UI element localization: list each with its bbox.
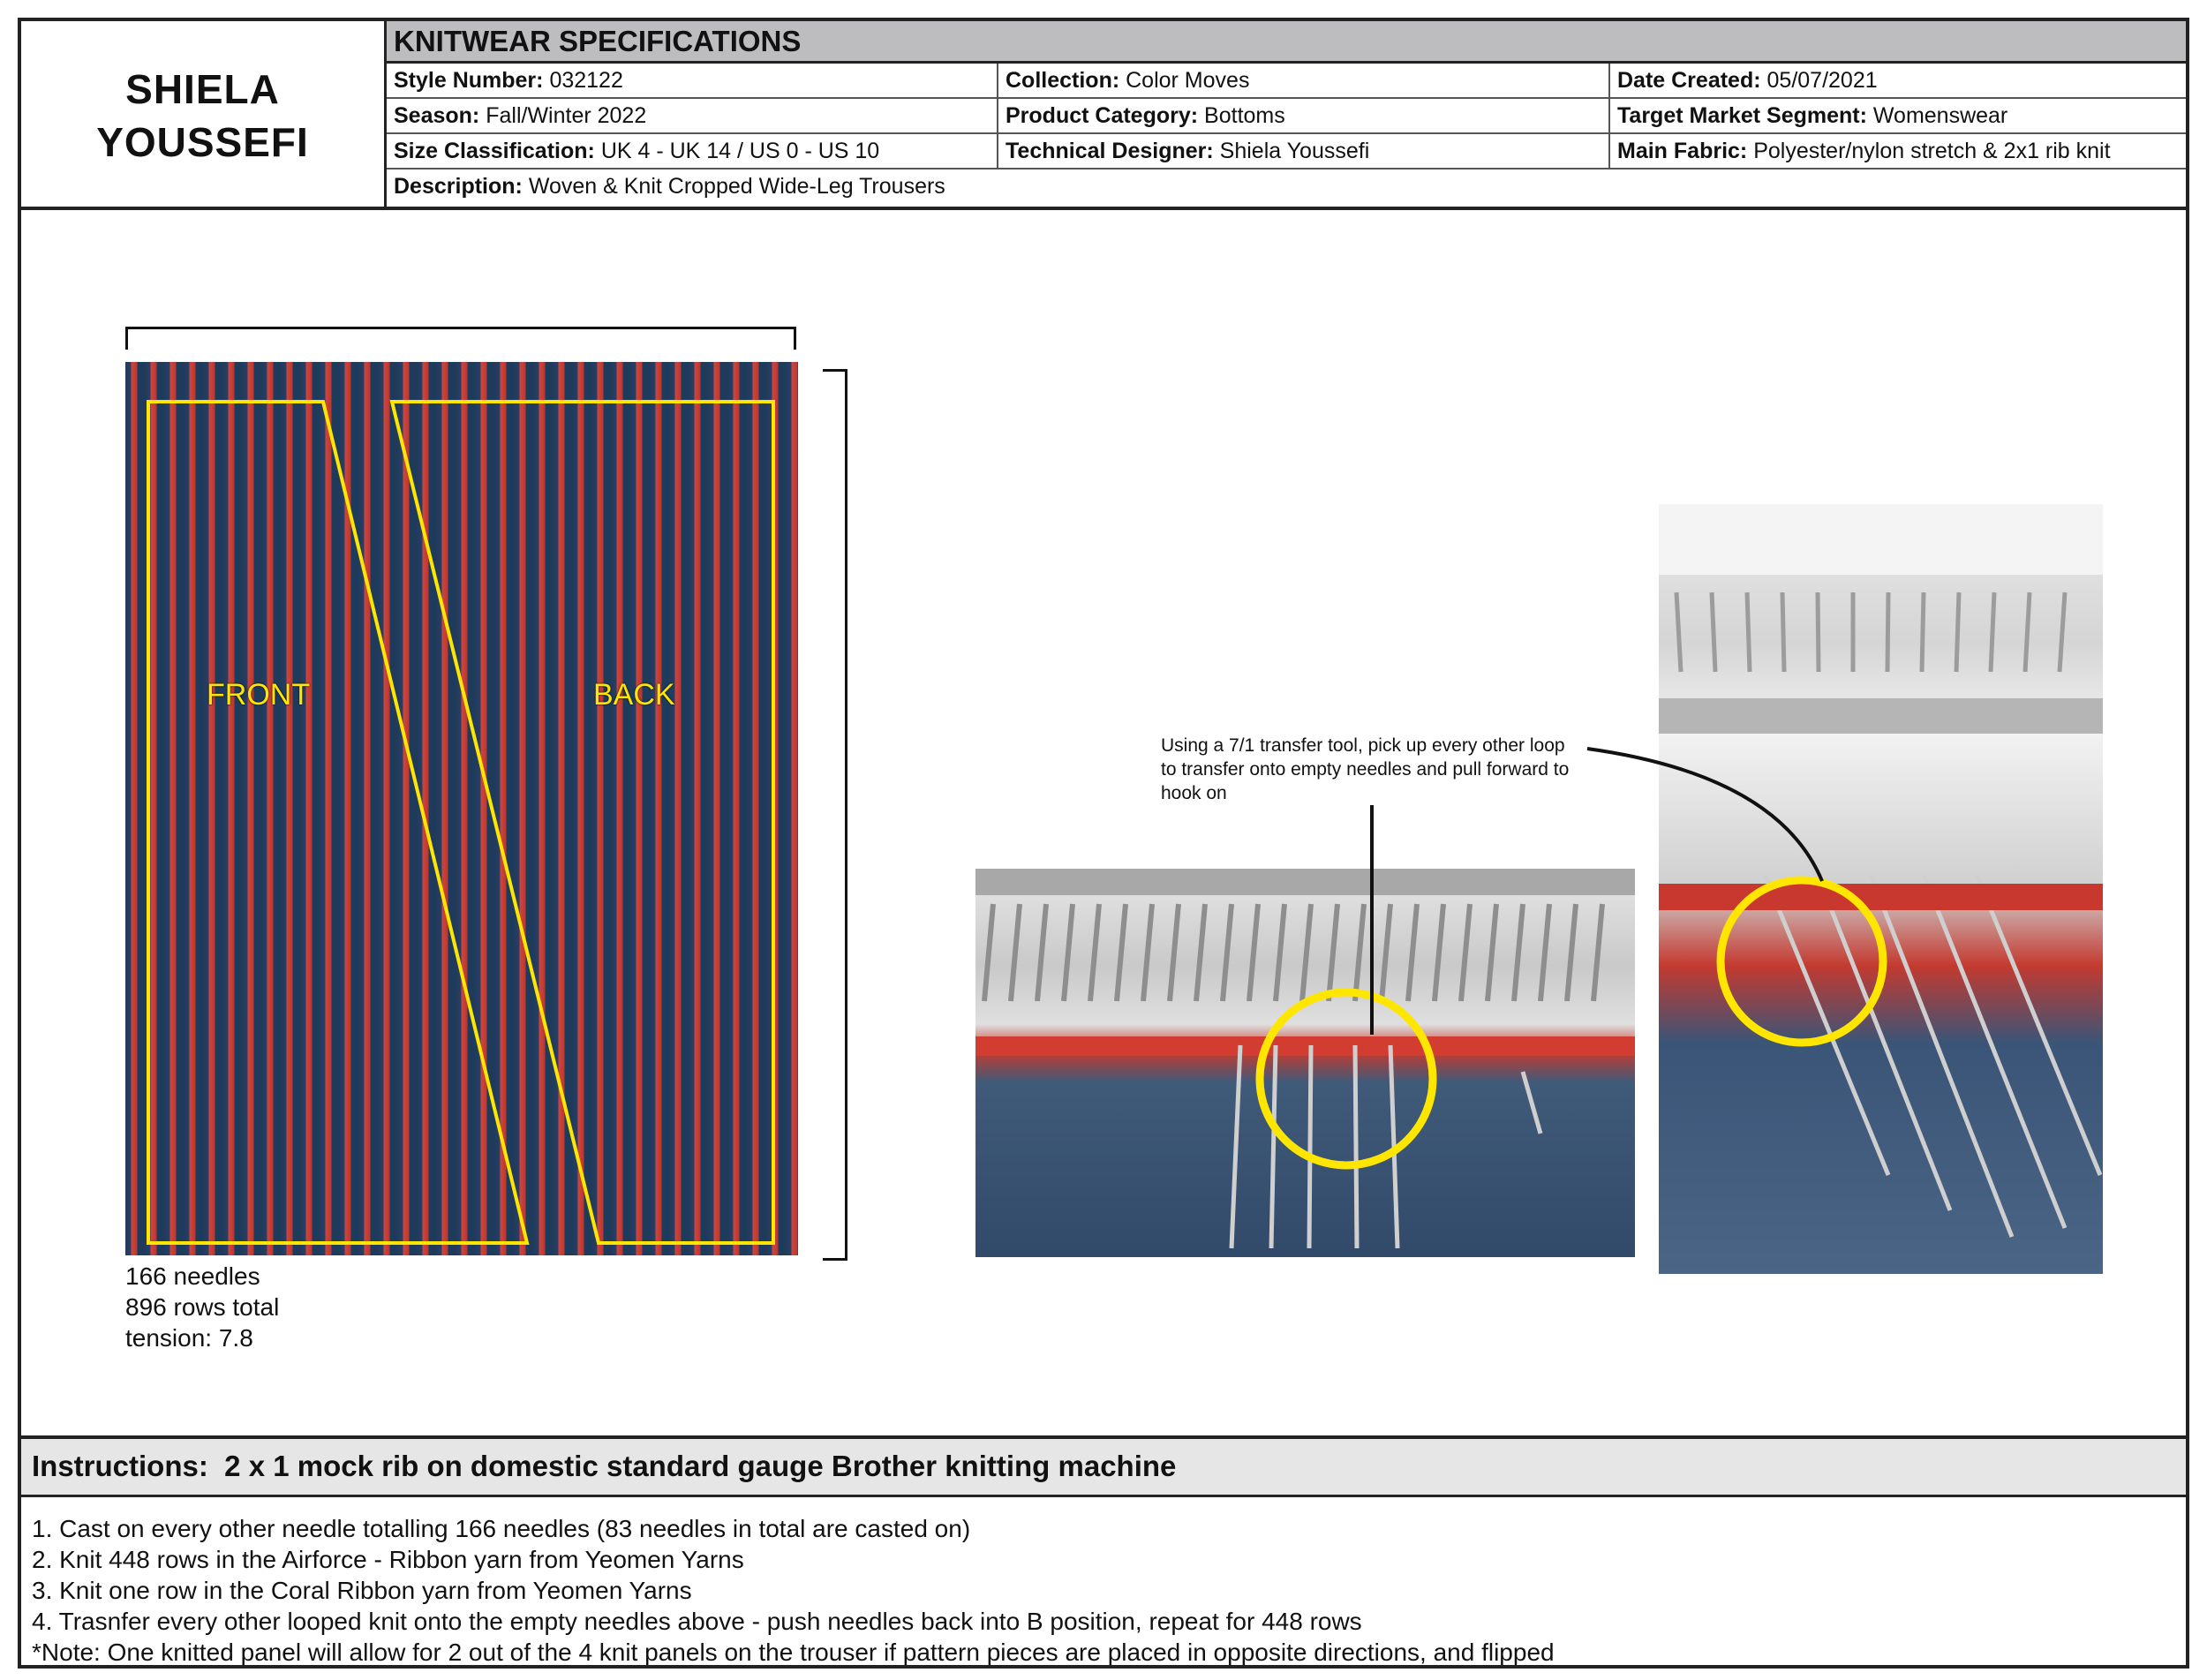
spec-row-2: Season: Fall/Winter 2022 Product Categor… [387,99,2186,134]
machine-photo-front-drawing [975,869,1635,1249]
size-classification-cell: Size Classification: UK 4 - UK 14 / US 0… [387,134,998,168]
description-label: Description: [394,174,523,199]
product-category-value: Bottoms [1204,103,1285,128]
back-panel-outline [389,400,775,1245]
spec-row-1: Style Number: 032122 Collection: Color M… [387,64,2186,99]
back-panel-label: BACK [593,678,675,712]
season-label: Season: [394,103,480,128]
style-number-label: Style Number: [394,68,544,93]
season-value: Fall/Winter 2022 [486,103,647,128]
front-panel-outline [147,400,530,1245]
tension-value: tension: 7.8 [125,1324,253,1352]
target-market-value: Womenswear [1872,103,2008,128]
target-market-cell: Target Market Segment: Womenswear [1610,99,2186,132]
target-market-label: Target Market Segment: [1617,103,1867,128]
main-fabric-value: Polyester/nylon stretch & 2x1 rib knit [1753,139,2111,163]
spec-row-3: Size Classification: UK 4 - UK 14 / US 0… [387,134,2186,170]
product-category-cell: Product Category: Bottoms [998,99,1610,132]
collection-cell: Collection: Color Moves [998,64,1610,97]
designer-name-block: SHIELA YOUSSEFI [21,21,387,210]
spec-row-4: Description: Woven & Knit Cropped Wide-L… [387,170,2186,205]
spec-title: KNITWEAR SPECIFICATIONS [387,21,2186,64]
machine-photo-front [975,869,1635,1257]
instruction-step: 3. Knit one row in the Coral Ribbon yarn… [32,1577,692,1604]
style-number-value: 032122 [549,68,623,93]
knit-swatch-image: FRONT BACK [125,362,798,1255]
main-fabric-cell: Main Fabric: Polyester/nylon stretch & 2… [1610,134,2186,168]
length-bracket [823,369,847,1261]
machine-photo-closeup [1659,504,2103,1274]
row-count: 896 rows total [125,1293,280,1321]
description-cell: Description: Woven & Knit Cropped Wide-L… [387,170,2186,203]
technical-designer-cell: Technical Designer: Shiela Youssefi [998,134,1610,168]
size-classification-label: Size Classification: [394,139,595,163]
date-created-label: Date Created: [1617,68,1761,93]
collection-label: Collection: [1006,68,1120,93]
instruction-step: 1. Cast on every other needle totalling … [32,1515,971,1542]
size-classification-value: UK 4 - UK 14 / US 0 - US 10 [600,139,880,163]
product-category-label: Product Category: [1006,103,1199,128]
instructions-title: Instructions: 2 x 1 mock rib on domestic… [21,1435,2186,1497]
needle-count: 166 needles [125,1262,260,1290]
front-panel-label: FRONT [207,678,311,712]
date-created-value: 05/07/2021 [1766,68,1878,93]
instruction-note: *Note: One knitted panel will allow for … [32,1639,1555,1666]
width-bracket [125,327,796,350]
spec-body: FRONT BACK 166 needles 896 rows total te… [21,210,2186,1435]
designer-first-name: SHIELA [125,66,280,112]
designer-last-name: YOUSSEFI [96,119,309,165]
panel-outlines [147,400,775,1245]
instruction-step: 2. Knit 448 rows in the Airforce - Ribbo… [32,1546,744,1573]
instructions-list: 1. Cast on every other needle totalling … [32,1513,2168,1666]
technical-designer-label: Technical Designer: [1006,139,1214,163]
instruction-step: 4. Trasnfer every other looped knit onto… [32,1608,1362,1635]
main-fabric-label: Main Fabric: [1617,139,1748,163]
machine-photo-closeup-drawing [1659,504,2103,1238]
swatch-notes: 166 needles 896 rows total tension: 7.8 [125,1261,279,1353]
season-cell: Season: Fall/Winter 2022 [387,99,998,132]
description-value: Woven & Knit Cropped Wide-Leg Trousers [528,174,945,199]
spec-sheet: SHIELA YOUSSEFI KNITWEAR SPECIFICATIONS … [18,18,2189,1669]
style-number-cell: Style Number: 032122 [387,64,998,97]
technical-designer-value: Shiela Youssefi [1219,139,1370,163]
date-created-cell: Date Created: 05/07/2021 [1610,64,2186,97]
transfer-tool-callout: Using a 7/1 transfer tool, pick up every… [1161,735,1570,803]
spec-header: SHIELA YOUSSEFI KNITWEAR SPECIFICATIONS … [21,21,2186,210]
collection-value: Color Moves [1126,68,1250,93]
